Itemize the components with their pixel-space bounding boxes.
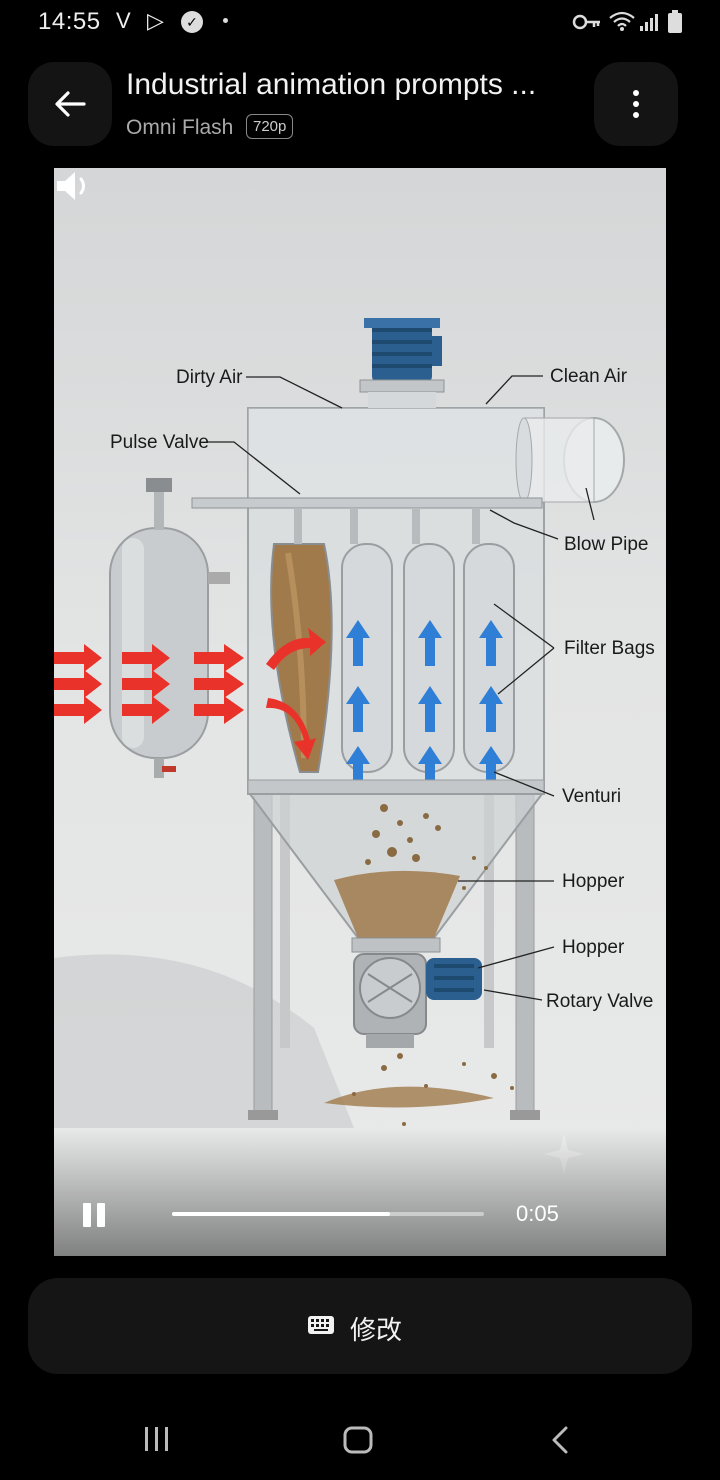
edit-button[interactable]: 修改 [28,1278,692,1374]
progress-fill [172,1212,391,1216]
more-vertical-icon [633,90,639,118]
pause-button[interactable] [80,1201,110,1231]
label-pulse-valve: Pulse Valve [110,432,209,453]
keyboard-icon [308,1316,334,1334]
dirty-air-arrows [54,628,326,760]
quality-badge: 720p [246,114,294,139]
signal-icon [640,14,658,31]
nav-back-button[interactable] [530,1414,590,1464]
progress-bar[interactable] [172,1212,484,1216]
label-hopper-2: Hopper [562,937,625,958]
status-time: 14:55 [38,8,101,35]
arrow-left-icon [55,91,86,117]
back-button[interactable] [28,62,112,146]
recent-apps-icon [145,1427,168,1451]
more-options-button[interactable] [594,62,678,146]
label-dirty-air: Dirty Air [176,367,243,388]
controls-overlay [54,1128,666,1256]
home-button[interactable] [328,1414,388,1464]
label-rotary-valve: Rotary Valve [546,991,653,1012]
shield-check-icon: ✓ [181,11,203,33]
label-blow-pipe: Blow Pipe [564,534,649,555]
video-player[interactable]: Dirty Air Clean Air Pulse Valve Blow Pip… [54,168,666,1256]
status-bar: 14:55 V ▷ ✓ [0,0,720,46]
dust-collector-illustration: Dirty Air Clean Air Pulse Valve Blow Pip… [54,318,655,1174]
pause-icon [83,1203,91,1227]
dot-icon [223,18,228,23]
video-subtitle: Omni Flash [126,116,234,139]
volume-icon[interactable] [54,168,94,204]
play-store-icon: ▷ [147,8,164,33]
label-clean-air: Clean Air [550,366,628,387]
battery-icon [668,10,682,33]
label-venturi: Venturi [562,786,621,807]
carrier-icon: V [116,8,131,33]
home-icon [343,1426,373,1454]
wifi-icon [609,11,635,31]
key-icon [572,14,600,30]
airflow-up-arrows [346,620,503,780]
edit-button-label: 修改 [350,1315,403,1345]
chevron-left-icon [552,1426,568,1454]
time-label: 0:05 [516,1201,559,1226]
video-title: Industrial animation prompts ... [126,68,537,101]
label-hopper: Hopper [562,871,625,892]
recent-apps-button[interactable] [126,1414,186,1464]
label-filter-bags: Filter Bags [564,638,655,659]
